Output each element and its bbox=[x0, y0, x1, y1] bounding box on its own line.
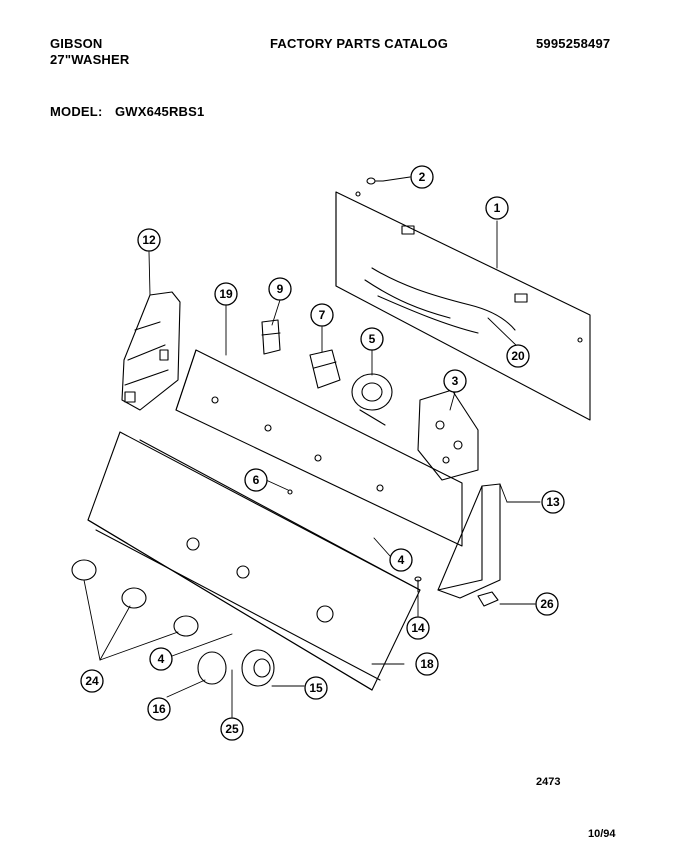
callout-16: 16 bbox=[152, 702, 166, 716]
callout-1: 1 bbox=[494, 201, 501, 215]
callout-7: 7 bbox=[319, 308, 326, 322]
console-part bbox=[87, 431, 421, 691]
switch-part bbox=[261, 319, 281, 355]
callout-19: 19 bbox=[219, 287, 233, 301]
callout-2: 2 bbox=[419, 170, 426, 184]
callout-26: 26 bbox=[540, 597, 554, 611]
left-bracket-part bbox=[121, 291, 181, 411]
callout-20: 20 bbox=[511, 349, 525, 363]
screw-part bbox=[366, 177, 384, 185]
control-board-part bbox=[417, 389, 479, 481]
callout-24: 24 bbox=[85, 674, 99, 688]
callout-4-lower: 4 bbox=[158, 652, 165, 666]
timer-block-part bbox=[309, 349, 341, 389]
callout-15: 15 bbox=[309, 681, 323, 695]
model-label: MODEL: bbox=[50, 104, 103, 119]
leader-lines bbox=[83, 176, 541, 718]
callout-9: 9 bbox=[277, 282, 284, 296]
callout-3: 3 bbox=[452, 374, 459, 388]
catalog-number: 5995258497 bbox=[536, 36, 611, 51]
knob-set-part bbox=[71, 559, 199, 637]
model-value: GWX645RBS1 bbox=[115, 104, 205, 119]
clip-part bbox=[477, 591, 499, 607]
callout-circles bbox=[80, 165, 565, 741]
revision-date: 10/94 bbox=[588, 828, 616, 840]
callout-12: 12 bbox=[142, 233, 156, 247]
callout-25: 25 bbox=[225, 722, 239, 736]
selector-switch-part bbox=[351, 373, 393, 426]
brand-name: GIBSON bbox=[50, 36, 103, 51]
callout-5: 5 bbox=[369, 332, 376, 346]
callout-6: 6 bbox=[253, 473, 260, 487]
drawing-number: 2473 bbox=[536, 776, 561, 788]
knob-large-part bbox=[197, 649, 275, 687]
callout-labels: 1 2 12 19 9 7 5 3 13 6 4 20 26 14 18 15 … bbox=[85, 170, 560, 736]
end-cap-part bbox=[437, 483, 501, 599]
rear-panel-part bbox=[335, 191, 591, 421]
callout-4-upper: 4 bbox=[398, 553, 405, 567]
catalog-title: FACTORY PARTS CATALOG bbox=[270, 36, 449, 51]
callout-18: 18 bbox=[420, 657, 434, 671]
screw-small-part bbox=[414, 576, 422, 593]
product-name: 27"WASHER bbox=[50, 52, 130, 67]
control-panel-part bbox=[175, 349, 463, 547]
callout-14: 14 bbox=[411, 621, 425, 635]
callout-13: 13 bbox=[546, 495, 560, 509]
